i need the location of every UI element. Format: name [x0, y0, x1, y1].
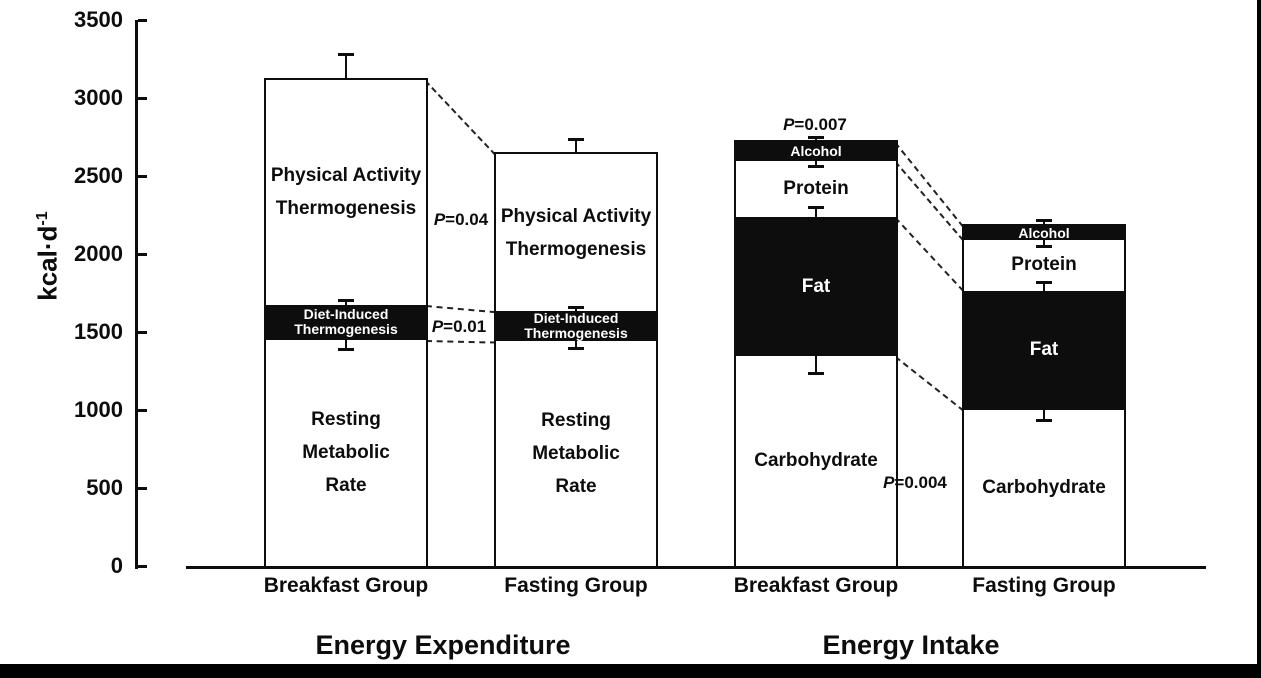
y-tick-label: 3000 — [74, 85, 123, 110]
y-axis-tick — [138, 96, 147, 100]
error-bar-line — [1043, 410, 1045, 421]
bar-segment-fat — [964, 290, 1124, 410]
bar-segment-alcohol — [964, 225, 1124, 240]
error-bar-line — [1043, 239, 1045, 247]
bar-segment-diet-induced-thermogenesis — [496, 310, 656, 342]
y-tick-label: 3500 — [74, 7, 123, 32]
error-bar-cap — [1036, 219, 1052, 223]
y-tick-label: 0 — [110, 553, 123, 578]
segment-label-alcohol: Alcohol — [1018, 224, 1070, 241]
error-bar-line — [815, 137, 817, 142]
error-bar-line — [345, 54, 347, 81]
y-tick-label: 1000 — [74, 397, 123, 422]
x-axis-line — [186, 566, 1206, 569]
y-axis-tick — [138, 174, 147, 178]
x-category-label: Fasting Group — [972, 574, 1116, 597]
figure-bottom-border — [0, 664, 1261, 678]
bar-segment-physical-activity-thermogenesis — [266, 80, 426, 305]
x-category-label: Fasting Group — [504, 574, 648, 597]
p-value-label: P=0.004 — [883, 473, 947, 492]
y-tick-label: 2500 — [74, 163, 123, 188]
bar-segment-alcohol — [736, 141, 896, 162]
y-axis-tick — [138, 486, 147, 490]
error-bar-cap — [1036, 280, 1052, 284]
bar-segment-carbohydrate — [964, 410, 1124, 566]
figure-right-border — [1257, 0, 1261, 678]
error-bar-line — [1043, 220, 1045, 226]
bar-segment-diet-induced-thermogenesis — [266, 304, 426, 340]
error-bar-cap — [808, 371, 824, 375]
bar-outline — [734, 139, 898, 568]
error-bar-cap — [568, 305, 584, 309]
segment-label-fat: Fat — [801, 275, 831, 297]
error-bar-line — [575, 341, 577, 349]
segment-label-carbohydrate: Carbohydrate — [754, 450, 878, 472]
error-bar-line — [345, 339, 347, 350]
error-bar-cap — [568, 346, 584, 350]
group-title-energy-expenditure: Energy Expenditure — [315, 630, 571, 660]
p-value-label: P=0.007 — [783, 115, 847, 134]
error-bar-cap — [338, 298, 354, 302]
y-tick-label: 1500 — [74, 319, 123, 344]
connector-line — [894, 141, 964, 228]
error-bar-cap — [1036, 418, 1052, 422]
bar-segment-fat — [736, 217, 896, 357]
error-bar-line — [815, 356, 817, 374]
y-axis-title-exponent: -1 — [33, 211, 51, 226]
error-bar-line — [345, 300, 347, 305]
error-bar-line — [815, 207, 817, 218]
error-bar-cap — [808, 205, 824, 209]
bar-segment-resting-metabolic-rate — [266, 339, 426, 566]
error-bar-cap — [568, 137, 584, 141]
y-axis-tick — [138, 408, 147, 412]
error-bar-cap — [338, 347, 354, 351]
segment-label-carbohydrate: Carbohydrate — [982, 477, 1106, 498]
segment-label-protein: Protein — [1011, 254, 1077, 276]
error-bar-line — [815, 161, 817, 167]
bar-segment-resting-metabolic-rate — [496, 341, 656, 566]
error-bar-cap — [808, 165, 824, 169]
y-axis-tick — [138, 330, 147, 334]
connector-line — [424, 80, 496, 156]
bar-segment-carbohydrate — [736, 356, 896, 566]
y-axis-tick — [138, 564, 147, 568]
error-bar-cap — [338, 52, 354, 56]
x-category-label: Breakfast Group — [733, 574, 899, 597]
group-title-energy-intake: Energy Intake — [822, 630, 1000, 660]
y-axis-tick — [138, 252, 147, 256]
y-axis-line — [135, 20, 138, 569]
error-bar-cap — [808, 135, 824, 139]
connector-line — [425, 339, 496, 344]
error-bar-line — [575, 307, 577, 311]
segment-label-alcohol: Alcohol — [790, 143, 842, 160]
y-tick-label: 2000 — [74, 241, 123, 266]
error-bar-line — [1043, 282, 1045, 291]
connector-line — [425, 304, 496, 313]
segment-label-fat: Fat — [1029, 339, 1059, 361]
error-bar-line — [575, 139, 577, 155]
p-value-label: P=0.04 — [433, 210, 489, 229]
p-value-label: P=0.01 — [431, 317, 487, 336]
bar-segment-physical-activity-thermogenesis — [496, 154, 656, 311]
y-axis-tick — [138, 18, 147, 22]
error-bar-cap — [1036, 245, 1052, 249]
x-category-label: Breakfast Group — [263, 574, 429, 597]
connector-line — [894, 356, 964, 412]
y-tick-label: 500 — [86, 475, 123, 500]
segment-label-protein: Protein — [783, 178, 849, 200]
